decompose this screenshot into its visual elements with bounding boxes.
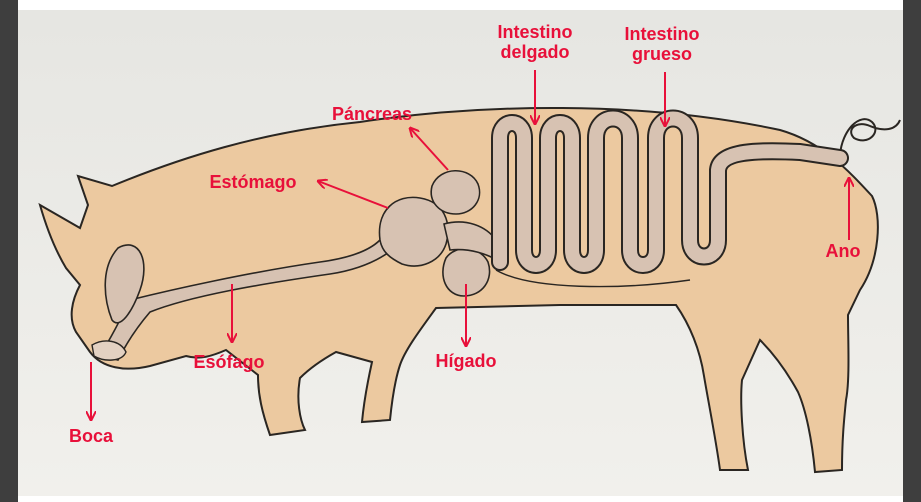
label-intestino-grueso: Intestino grueso [625,24,700,64]
label-higado: Hígado [436,351,497,371]
label-estomago: Estómago [209,172,296,192]
label-pancreas: Páncreas [332,104,412,124]
label-intestino-delgado: Intestino delgado [498,22,573,62]
label-esofago: Esófago [193,352,264,372]
right-dark-edge [903,0,921,502]
label-intestino-grueso-line2: grueso [625,44,700,64]
label-intestino-delgado-line2: delgado [498,42,573,62]
label-intestino-delgado-line1: Intestino [498,22,573,42]
left-dark-edge [0,0,18,502]
pancreas [431,171,479,214]
label-intestino-grueso-line1: Intestino [625,24,700,44]
label-ano: Ano [826,241,861,261]
label-boca: Boca [69,426,113,446]
